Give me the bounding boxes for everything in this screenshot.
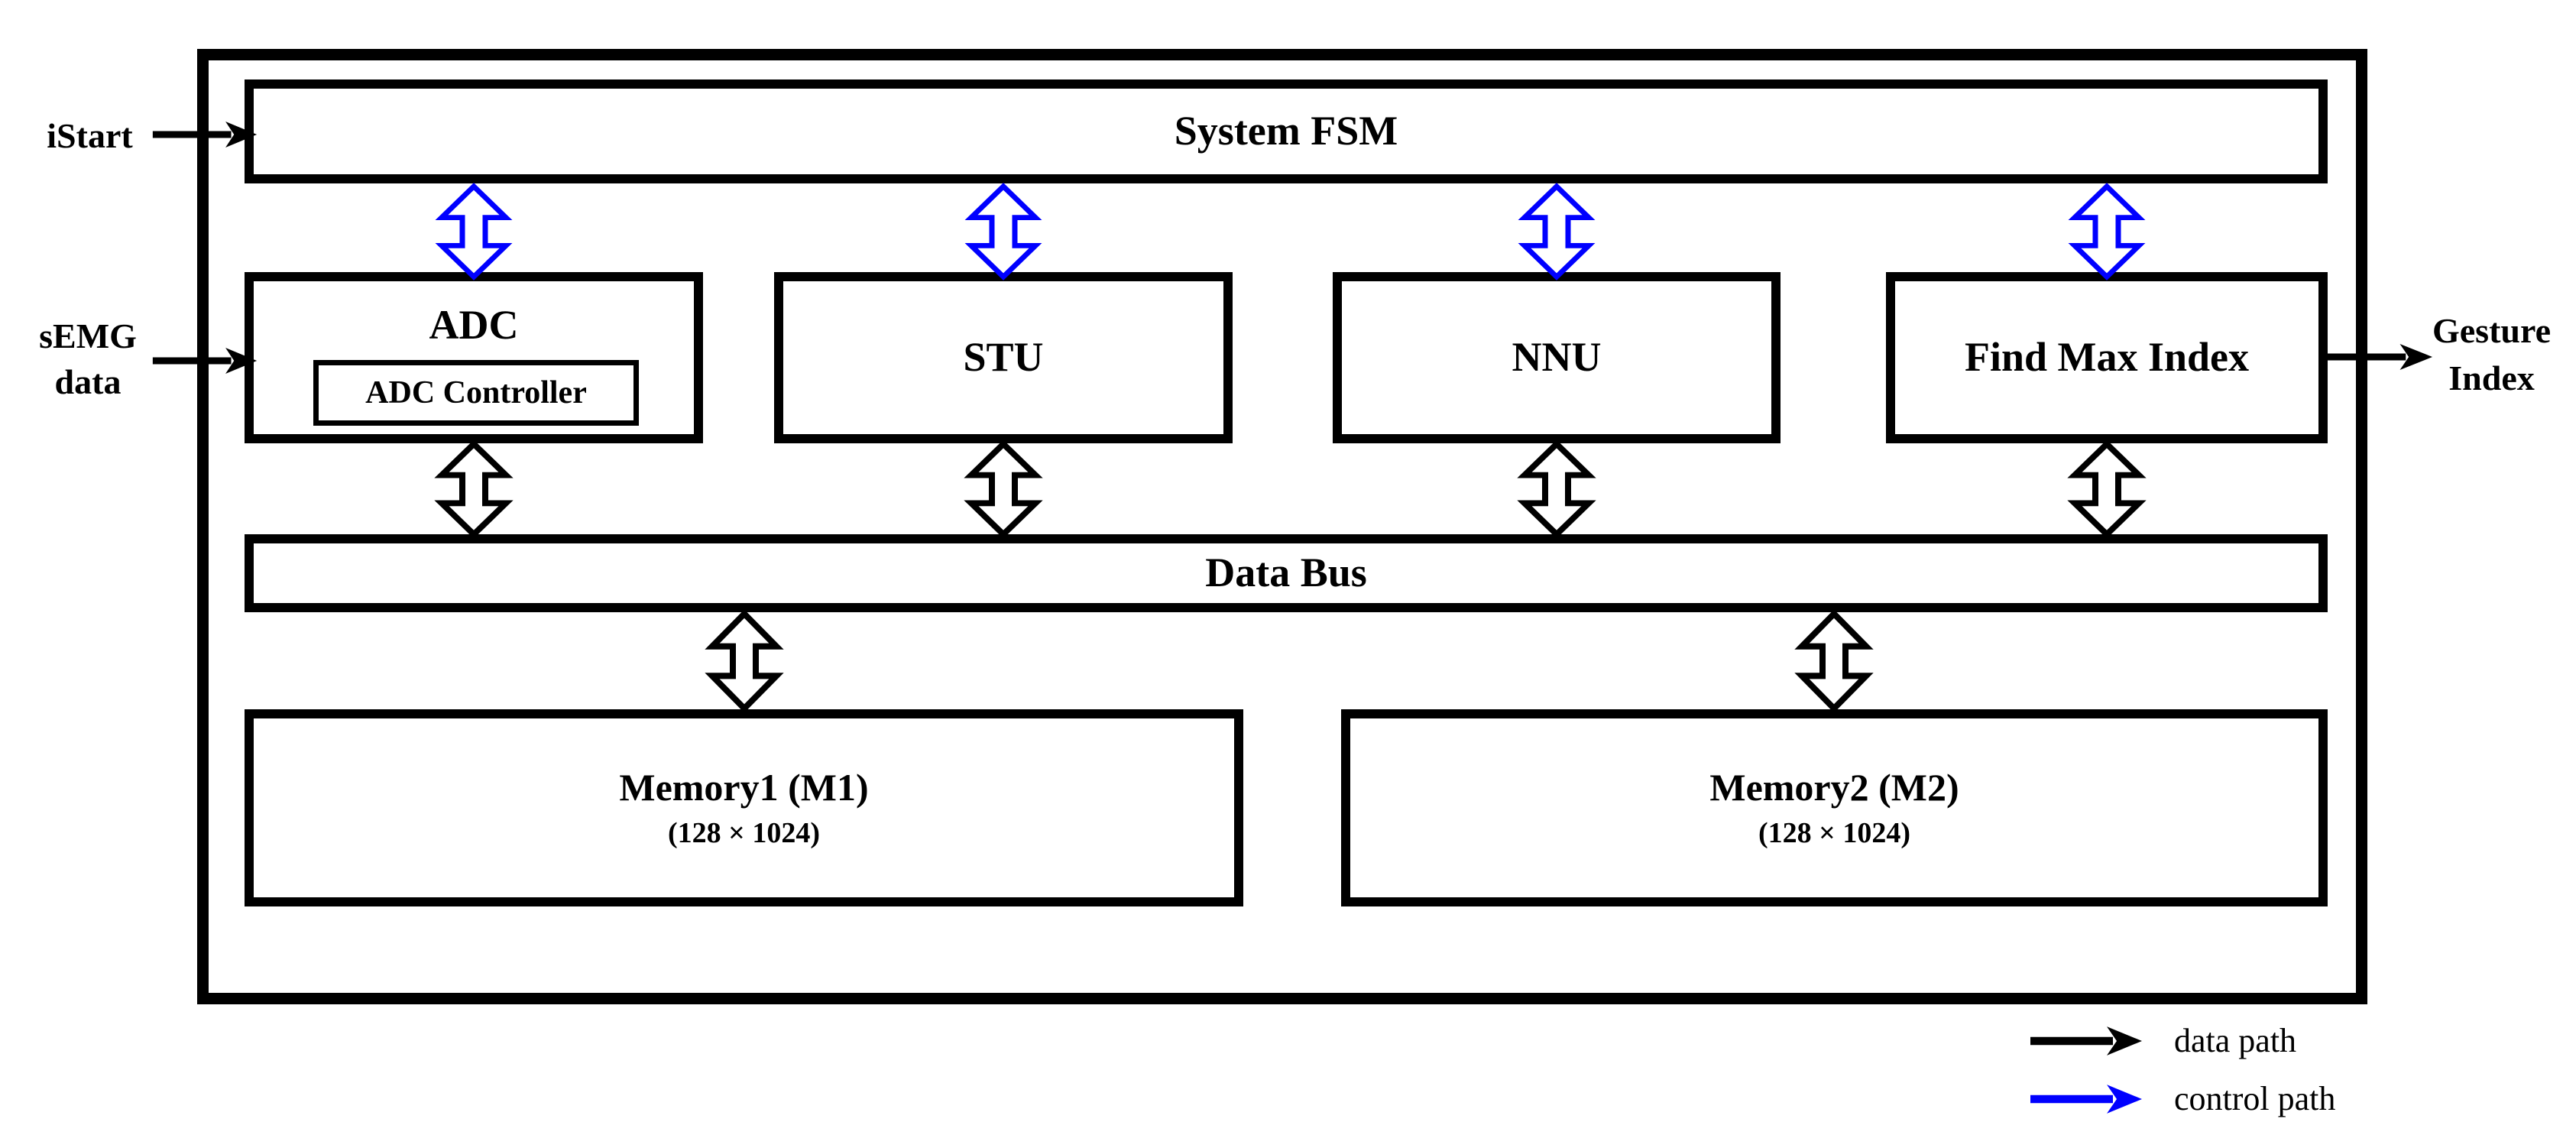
control-bidirectional-arrow-fmi	[2068, 183, 2146, 281]
data-bus-block: Data Bus	[245, 534, 2328, 612]
adc-controller-block: ADC Controller	[313, 360, 639, 426]
memory2-label: Memory2 (M2)	[1709, 765, 1959, 809]
data-bidirectional-arrow-adc-bus	[434, 439, 514, 539]
stu-block: STU	[774, 272, 1233, 443]
stu-label: STU	[963, 334, 1044, 381]
find-max-index-label: Find Max Index	[1964, 334, 2250, 381]
legend-data-path-label: data path	[2174, 1022, 2297, 1059]
memory1-block: Memory1 (M1) (128 × 1024)	[245, 709, 1243, 906]
memory1-label: Memory1 (M1)	[619, 765, 869, 809]
find-max-index-block: Find Max Index	[1886, 272, 2328, 443]
chip-boundary	[197, 49, 2367, 1004]
data-bidirectional-arrow-stu-bus	[964, 439, 1043, 539]
data-bus-label: Data Bus	[1205, 550, 1367, 596]
memory1-size-label: (128 × 1024)	[668, 816, 820, 849]
adc-controller-label: ADC Controller	[365, 375, 587, 410]
control-bidirectional-arrow-adc	[435, 183, 513, 281]
system-fsm-label: System FSM	[1174, 108, 1398, 154]
semg-input-arrow	[152, 348, 258, 374]
control-bidirectional-arrow-nnu	[1518, 183, 1596, 281]
legend-control-path-arrow	[2030, 1085, 2142, 1114]
control-bidirectional-arrow-stu	[964, 183, 1042, 281]
legend-control-path-label: control path	[2174, 1080, 2336, 1117]
nnu-block: NNU	[1333, 272, 1781, 443]
adc-label: ADC	[429, 302, 519, 348]
memory2-block: Memory2 (M2) (128 × 1024)	[1341, 709, 2328, 906]
data-bidirectional-arrow-fmi-bus	[2067, 439, 2147, 539]
data-bidirectional-arrow-bus-memory1	[705, 609, 784, 713]
data-bidirectional-arrow-nnu-bus	[1517, 439, 1596, 539]
data-bidirectional-arrow-bus-memory2	[1794, 609, 1874, 713]
istart-input-arrow	[152, 122, 258, 148]
istart-label: iStart	[47, 116, 133, 155]
gesture-index-output-arrow	[2324, 344, 2433, 370]
semg-data-label: sEMG data	[39, 316, 137, 401]
gesture-index-label: Gesture Index	[2432, 311, 2551, 397]
legend-data-path-arrow	[2030, 1026, 2142, 1056]
memory2-size-label: (128 × 1024)	[1758, 816, 1910, 849]
nnu-label: NNU	[1512, 334, 1602, 381]
system-fsm-block: System FSM	[245, 79, 2328, 183]
